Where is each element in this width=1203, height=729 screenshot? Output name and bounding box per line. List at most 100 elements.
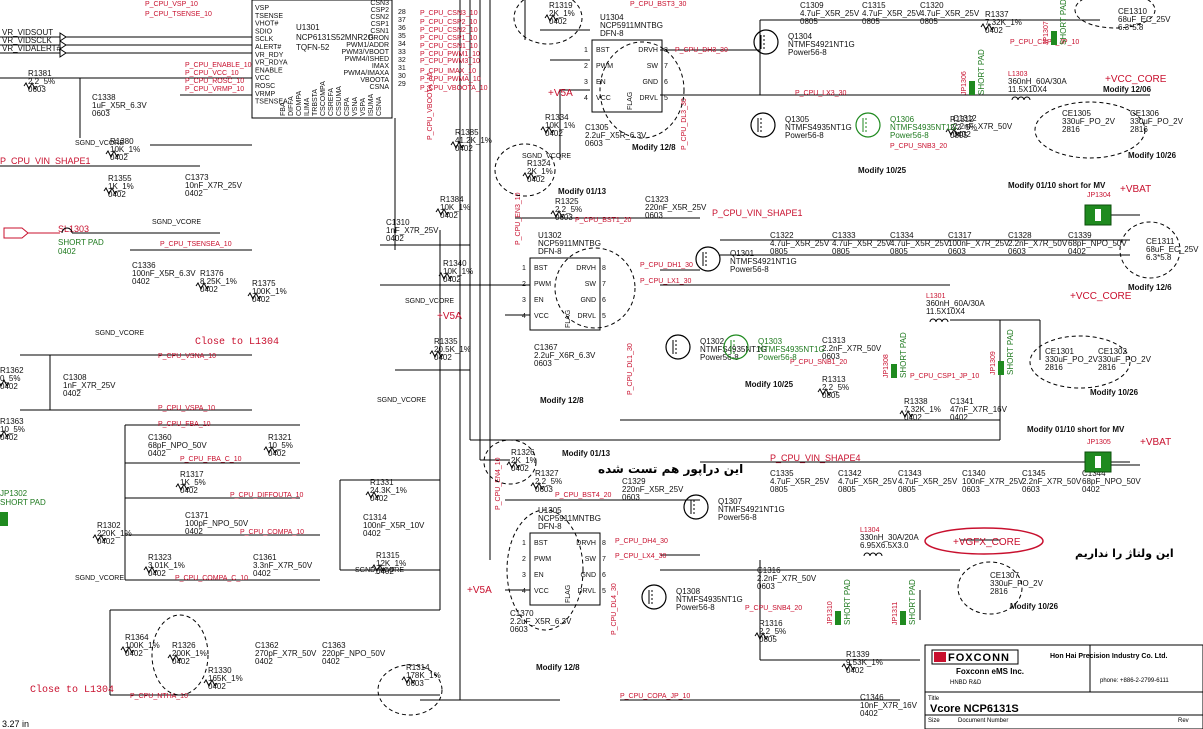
inductor-ref: L1304	[860, 527, 880, 534]
capacitor-ref: C1339	[1068, 231, 1092, 240]
inductor-value: 360nH_60A/30A	[1008, 77, 1067, 86]
driver-pin: BST	[534, 540, 548, 547]
capacitor-value: 1nF_X7R_25V	[386, 226, 439, 235]
resistor-ref: R1321	[268, 433, 292, 442]
resistor-ref: R1323	[148, 553, 172, 562]
capacitor-value: 4.7uF_X5R_25V	[890, 239, 950, 248]
sgnd-label: SGND_VCORE	[522, 153, 571, 160]
mosfet-package: Power56-8	[890, 131, 929, 140]
resistor-value: 2K_1%	[527, 167, 553, 176]
net-vr-vidsclk: VR_VIDSCLK	[2, 36, 52, 45]
capacitor-package: 0603	[534, 359, 552, 368]
driver-ref: U1302	[538, 231, 562, 240]
size-label: Size	[928, 718, 940, 724]
net-label: P_CPU_TSENSE_10	[145, 11, 212, 18]
controller-pin: PWMA/IMAXA	[343, 70, 389, 77]
capacitor-value: 2.2nF_X7R_50V	[1022, 477, 1082, 486]
controller-left-pins: VSPTSENSEVHOT#SDIOSCLKALERT#VR_RDYVR_RDY…	[255, 5, 288, 106]
resistor-ref: R1313	[822, 375, 846, 384]
controller-package: TQFN-52	[296, 43, 330, 52]
resistor-package: 0805	[759, 635, 777, 644]
controller-pin: VSNA	[352, 97, 359, 116]
v5a-top: +V5A	[548, 88, 573, 99]
capacitor-ref: C1323	[645, 195, 669, 204]
mosfet-ref: Q1303	[758, 337, 783, 346]
driver-pin: EN	[534, 572, 544, 579]
bulk-cap-size: 6.3*5.8	[1146, 253, 1172, 262]
net-label: P_CPU_VSP_10	[145, 1, 198, 8]
resistor-package: 0402	[376, 567, 394, 576]
resistor-ref: R1331	[370, 478, 394, 487]
controller-pin: PWM3/VBOOT	[342, 49, 390, 56]
capacitor-package: 0603	[822, 352, 840, 361]
mosfet-ref: Q1304	[788, 32, 813, 41]
capacitor-value: 100nF_X5R_10V	[363, 521, 425, 530]
resistor-package: 0402	[208, 682, 226, 691]
driver-package: DFN-8	[600, 29, 624, 38]
capacitor-ref: C1344	[1082, 469, 1106, 478]
driver-pin-number: 5	[664, 95, 668, 102]
controller-pin: TSENSEA	[255, 99, 288, 106]
sgnd-label: SGND_VCORE	[152, 219, 201, 226]
inductor-ref: L1301	[926, 293, 946, 300]
resistor-symbol	[120, 645, 135, 655]
controller-part: NCP6131S52MNR2G	[296, 33, 374, 42]
wiring	[0, 0, 1150, 701]
left-input-nets: VR_VIDSOUT VR_VIDSCLK VR_VIDALERT# P_CPU…	[0, 28, 252, 256]
resistor-symbol	[263, 445, 278, 455]
company-name: Hon Hai Precision Industry Co. Ltd.	[1050, 653, 1168, 660]
capacitor-ref: C1313	[822, 336, 846, 345]
net-label: P_CPU_ENABLE_10	[185, 62, 252, 69]
resistor-ref: R1326	[511, 448, 535, 457]
inductor-size: 11.5X10X4	[926, 307, 966, 316]
annotation: Modify 12/8	[632, 143, 676, 152]
resistor-ref: R1316	[759, 619, 783, 628]
capacitor-ref: C1343	[898, 469, 922, 478]
resistor-labels: R13812.2_5%0603R138010K_1%0402R13551K_1%…	[0, 1, 1022, 691]
net-label: P_CPU_VCC_10	[185, 70, 239, 77]
net-labels: P_CPU_VSP_10 P_CPU_TSENSE_10 P_CPU_ENABL…	[130, 1, 1079, 700]
controller-pin: SCLK	[255, 36, 274, 43]
vbat-bottom: +VBAT	[1140, 437, 1171, 448]
net-label: P_CPU_CSP1_10	[420, 35, 477, 42]
driver-pin: SW	[585, 556, 597, 563]
resistor-value: 2K_1%	[511, 456, 537, 465]
mosfet-part: NTMFS4935NT1G	[890, 123, 957, 132]
mosfet-ref: Q1301	[730, 249, 755, 258]
capacitor-package: 0603	[757, 582, 775, 591]
resistor-symbol	[143, 565, 158, 575]
resistor-package: 0402	[0, 433, 18, 442]
capacitor-ref: C1360	[148, 433, 172, 442]
bulk-cap-size: 2816	[990, 587, 1008, 596]
capacitor-ref: C1309	[800, 1, 824, 10]
driver-flag: FLAG	[565, 310, 572, 328]
capacitor-ref: C1370	[510, 609, 534, 618]
resistor-value: 220K_1%	[97, 529, 132, 538]
bulk-cap-value: 68uF_EC_25V	[1146, 245, 1199, 254]
resistor-value: 10_5%	[0, 425, 25, 434]
jumper-jp1305: JP1305	[1084, 439, 1112, 473]
resistor-symbol	[371, 563, 386, 573]
controller-pin: ALERT#	[255, 44, 281, 51]
capacitor-value: 2.2uF_X5R_6.3V	[585, 131, 647, 140]
net-label: P_CPU_BST4_20	[555, 492, 612, 499]
driver-flag: FLAG	[565, 585, 572, 603]
inductor-ref: L1303	[1008, 71, 1028, 78]
capacitor-package: 0805	[770, 485, 788, 494]
highlight-circles	[151, 0, 1181, 716]
capacitor-package: 0402	[148, 449, 166, 458]
controller-pin-number: 33	[398, 49, 406, 56]
capacitor-value: 100pF_NPO_50V	[185, 519, 249, 528]
capacitor-ref: C1317	[948, 231, 972, 240]
annotation: Modify 01/13	[562, 449, 611, 458]
bulk-cap-ref: CE1302	[1098, 347, 1127, 356]
net-label: P_CPU_DH4_30	[615, 538, 668, 545]
driver-pin-number: 7	[602, 556, 606, 563]
resistor-symbol	[195, 281, 210, 291]
driver-pin-number: 2	[584, 63, 588, 70]
resistor-ref: R1362	[0, 366, 24, 375]
controller-pin-number: 36	[398, 25, 406, 32]
net-label: P_CPU_PWM1_10	[420, 51, 480, 58]
net-label: P_CPU_DL4_30	[611, 583, 618, 635]
